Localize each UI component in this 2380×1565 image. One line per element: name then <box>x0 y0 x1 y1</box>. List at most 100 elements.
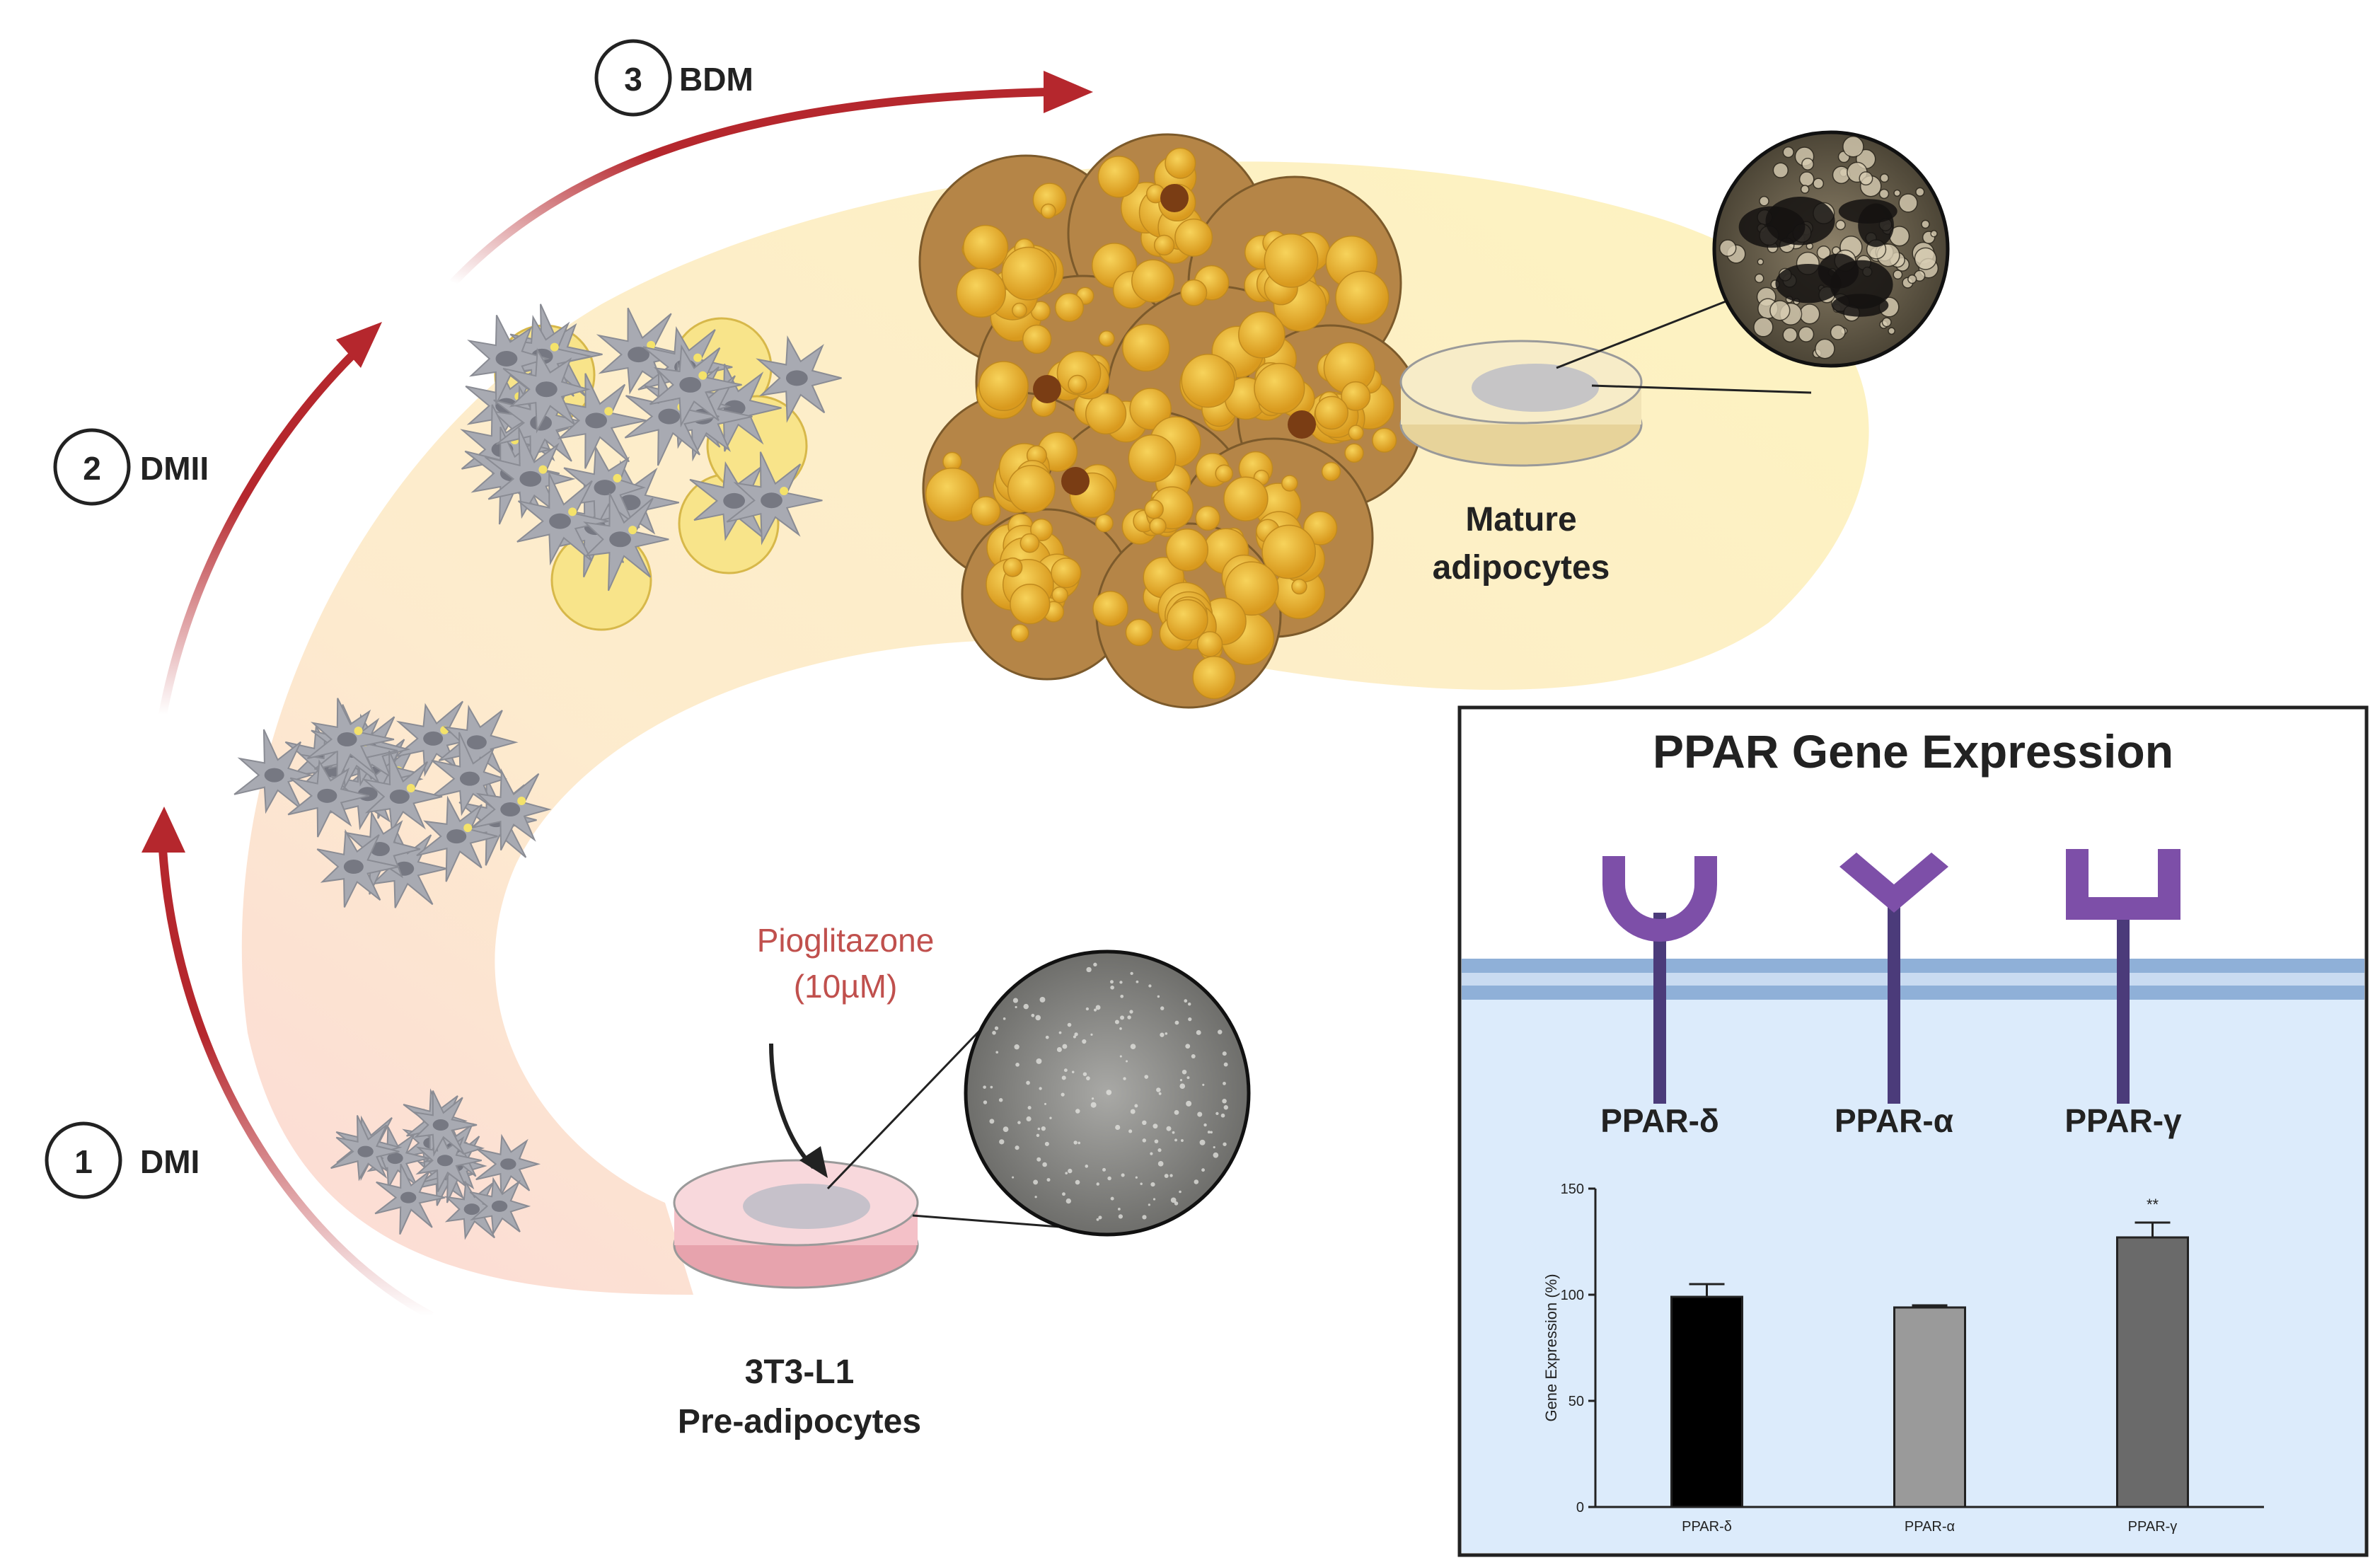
micrograph-speckle <box>1023 1003 1029 1010</box>
micrograph-speckle <box>1172 1131 1175 1134</box>
receptor-alpha <box>1839 853 1948 1104</box>
micrograph-speckle <box>1014 1044 1019 1050</box>
adipocyte-nucleus <box>1033 375 1061 403</box>
cell-nucleus <box>594 480 616 496</box>
lipid-droplet <box>1254 362 1305 415</box>
micrograph-speckle <box>1090 1033 1093 1036</box>
step-3-circle <box>594 39 672 117</box>
bar-0 <box>1670 1295 1743 1508</box>
micrograph-speckle <box>1184 999 1188 1003</box>
micrograph-speckle <box>1180 1139 1184 1142</box>
micrograph-droplet <box>1879 173 1890 183</box>
micrograph-droplet <box>1893 189 1901 197</box>
micrograph-speckle <box>1153 1198 1156 1201</box>
lipid-droplet <box>568 507 577 516</box>
lipid-droplet <box>613 473 622 483</box>
micrograph-stain <box>1830 260 1893 309</box>
lipid-droplet <box>1149 517 1167 535</box>
micrograph-droplet <box>1881 317 1892 328</box>
micrograph-speckle <box>999 1139 1005 1145</box>
lipid-droplet <box>693 353 703 362</box>
micrograph-speckle <box>1130 1109 1136 1114</box>
micrograph-speckle <box>1153 1124 1158 1129</box>
panel-title: PPAR Gene Expression <box>1653 725 2173 778</box>
micrograph-droplet <box>1842 135 1864 158</box>
lipid-droplet <box>1238 311 1286 359</box>
micrograph-speckle <box>1012 998 1018 1003</box>
micrograph-speckle <box>1126 1060 1128 1063</box>
micrograph-speckle <box>1086 966 1092 973</box>
step-2-marker: 2 DMII <box>53 428 209 506</box>
micrograph-speckle <box>1148 984 1152 988</box>
lipid-droplet <box>354 727 363 736</box>
micrograph-speckle <box>1063 1068 1068 1073</box>
micrograph-droplet <box>1830 324 1846 340</box>
micrograph-droplet <box>1878 188 1890 200</box>
micrograph-speckle <box>1154 1139 1159 1144</box>
lipid-droplet <box>1121 323 1170 372</box>
micrograph-speckle <box>1102 1167 1107 1172</box>
micrograph-speckle <box>1174 1201 1179 1206</box>
lipid-droplet <box>1003 557 1023 577</box>
lipid-droplet <box>1344 443 1364 463</box>
x-tick-label: PPAR-α <box>1905 1519 1955 1535</box>
micrograph-speckle <box>1179 1083 1186 1090</box>
micrograph-speckle <box>1012 1176 1015 1179</box>
lipid-droplet <box>1030 518 1053 541</box>
lipid-droplet <box>1261 524 1316 579</box>
receptor-delta <box>1602 856 1717 1104</box>
micrograph-speckle <box>1150 1182 1155 1187</box>
micrograph-droplet <box>1769 300 1791 321</box>
differentiating-cluster <box>460 304 842 631</box>
cell-nucleus <box>500 1158 516 1170</box>
receptor-alpha-label: PPAR-α <box>1835 1102 1953 1139</box>
step2-arrow <box>158 350 357 716</box>
lipid-droplet <box>1007 465 1056 513</box>
micrograph-speckle <box>1015 1062 1019 1067</box>
cell-nucleus <box>658 408 681 425</box>
micrograph-speckle <box>1223 1142 1227 1146</box>
cell-nucleus <box>466 735 487 750</box>
micrograph-droplet <box>1753 317 1774 337</box>
lipid-droplet <box>1165 147 1196 179</box>
micrograph-speckle <box>1203 1123 1207 1127</box>
lipid-droplet <box>1321 461 1341 482</box>
step-2-number: 2 <box>83 450 101 487</box>
lipid-droplet <box>1264 233 1319 288</box>
step-1-number: 1 <box>74 1143 93 1180</box>
micrograph-speckle <box>1182 1069 1187 1075</box>
cell-nucleus <box>491 1200 508 1212</box>
micrograph-speckle <box>1160 1032 1165 1037</box>
micrograph-speckle <box>1061 1075 1066 1080</box>
micrograph-speckle <box>1187 1002 1191 1006</box>
micrograph-speckle <box>1110 985 1114 990</box>
micrograph-droplet <box>1888 327 1896 335</box>
cell-nucleus <box>628 347 649 363</box>
micrograph-speckle <box>1220 1113 1225 1118</box>
micrograph-speckle <box>1065 1198 1071 1204</box>
lipid-droplet <box>1097 156 1140 198</box>
lipid-droplet <box>1040 203 1056 219</box>
cell-nucleus <box>535 381 558 398</box>
lipid-droplet <box>1010 623 1029 642</box>
micrograph-speckle <box>1115 1124 1121 1131</box>
micrograph-speckle <box>1068 1168 1073 1174</box>
micrograph-speckle <box>1188 1017 1192 1022</box>
micrograph-speckle <box>992 1031 996 1035</box>
micrograph-droplet <box>1893 270 1903 280</box>
mature-label-line2: adipocytes <box>1433 549 1610 587</box>
step1-arrowhead <box>141 807 185 853</box>
micrograph-speckle <box>994 1026 999 1030</box>
micrograph-speckle <box>1090 1102 1097 1108</box>
micrograph-speckle <box>1045 1035 1049 1039</box>
lipid-droplet <box>1192 656 1236 700</box>
cell-nucleus <box>446 829 467 844</box>
lipid-droplet <box>1129 388 1172 430</box>
micrograph-speckle <box>1160 1006 1165 1010</box>
micrograph-speckle <box>1150 1152 1153 1155</box>
micrograph-speckle <box>1119 1027 1122 1030</box>
micrograph-droplet <box>1759 195 1769 207</box>
lipid-droplet <box>1315 395 1348 430</box>
receptor-gamma <box>2066 849 2180 1104</box>
